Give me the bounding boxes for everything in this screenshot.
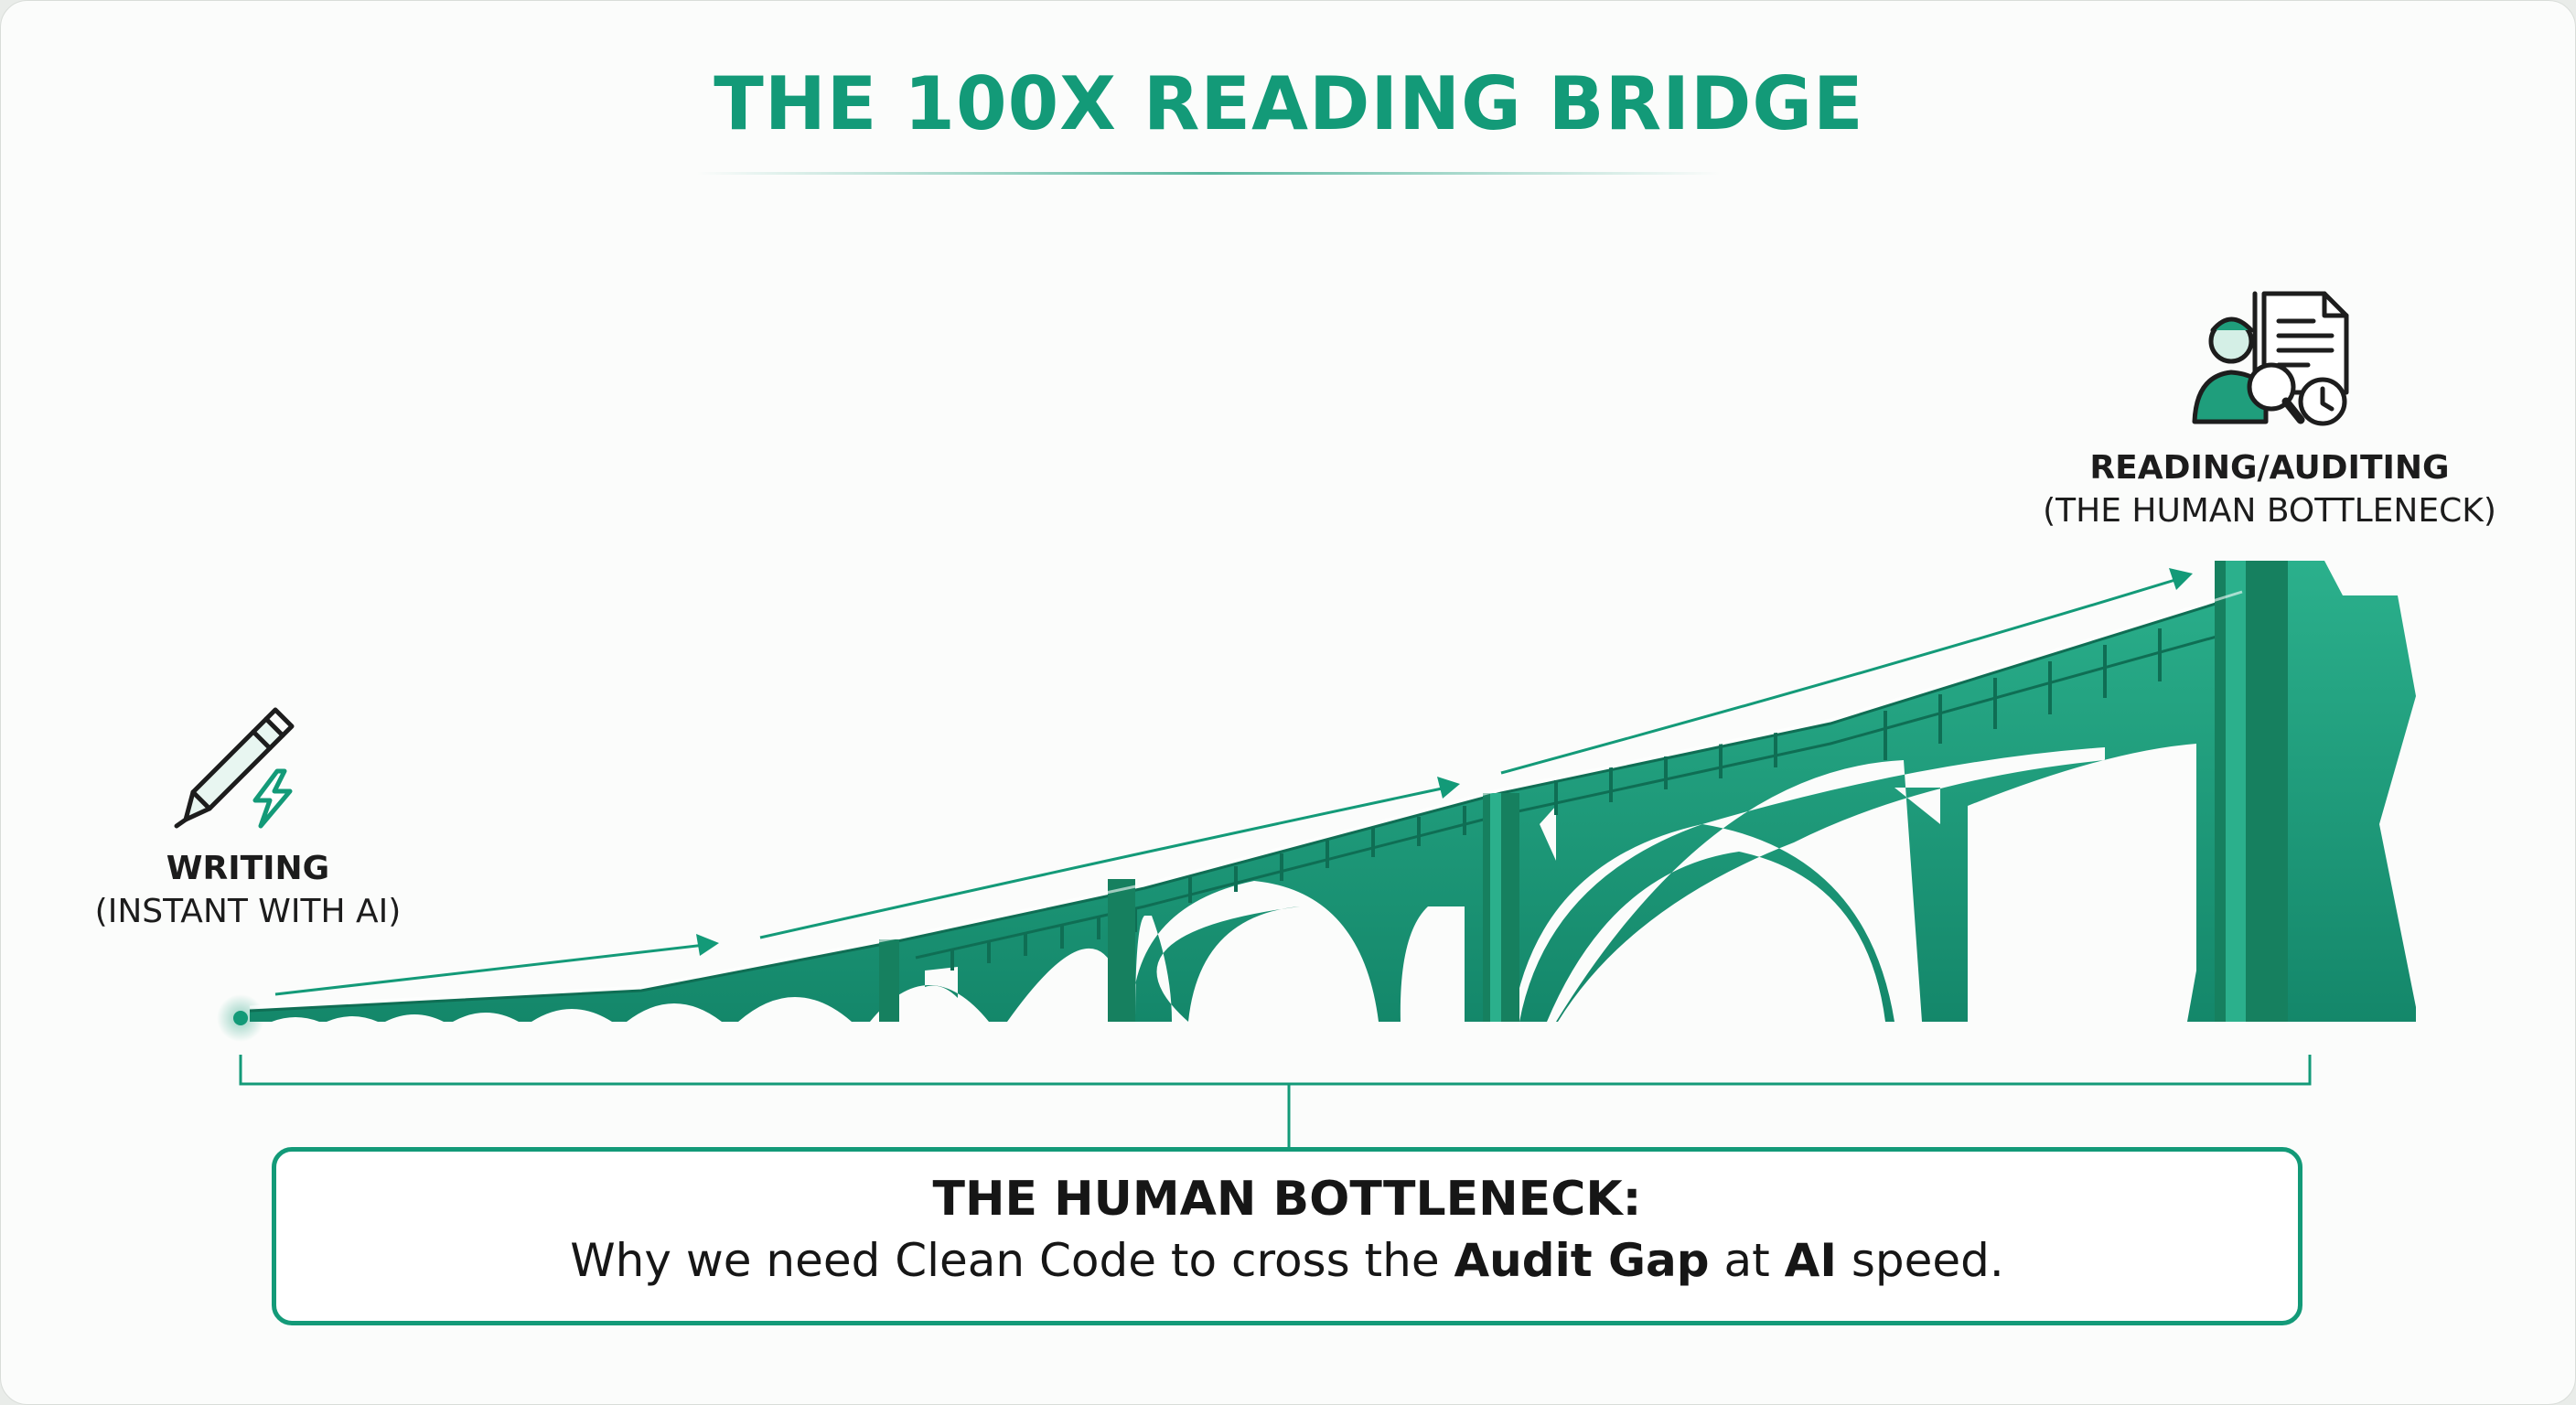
- writing-heading: WRITING: [166, 850, 330, 887]
- reading-label: READING/AUDITING (THE HUMAN BOTTLENECK): [1986, 449, 2553, 530]
- reading-subheading: (THE HUMAN BOTTLENECK): [2043, 492, 2496, 530]
- callout-ai: AI: [1784, 1234, 1837, 1287]
- bridge-piers: [879, 561, 2288, 1022]
- callout-body: Why we need Clean Code to cross the Audi…: [276, 1234, 2298, 1287]
- writing-label: WRITING (INSTANT WITH AI): [38, 850, 458, 930]
- reading-heading: READING/AUDITING: [2089, 449, 2450, 487]
- arrowheads: [696, 568, 2193, 956]
- pen-lightning-icon: [174, 707, 295, 829]
- callout-audit-gap: Audit Gap: [1454, 1234, 1710, 1287]
- progress-arrows: [274, 577, 2179, 996]
- auditor-magnifier-document-icon: [2192, 291, 2349, 426]
- span-bracket: [239, 1055, 2312, 1147]
- start-point-dot: [233, 1011, 248, 1025]
- bridge-deck-edge: [249, 590, 2243, 1009]
- callout-body-part-1: Why we need Clean Code to cross the: [570, 1234, 1454, 1287]
- bridge-body: [250, 561, 2416, 1022]
- bottleneck-callout: THE HUMAN BOTTLENECK: Why we need Clean …: [272, 1147, 2302, 1325]
- page-title: THE 100X READING BRIDGE: [714, 61, 1864, 146]
- callout-body-part-2: at: [1709, 1234, 1785, 1287]
- callout-body-part-3: speed.: [1836, 1234, 2004, 1287]
- bridge-pier-highlights: [1490, 561, 2246, 1022]
- bridge-railing-posts: [950, 628, 2162, 971]
- writing-subheading: (INSTANT WITH AI): [94, 893, 402, 930]
- callout-heading: THE HUMAN BOTTLENECK:: [932, 1172, 1642, 1227]
- title-underline: [696, 172, 1721, 175]
